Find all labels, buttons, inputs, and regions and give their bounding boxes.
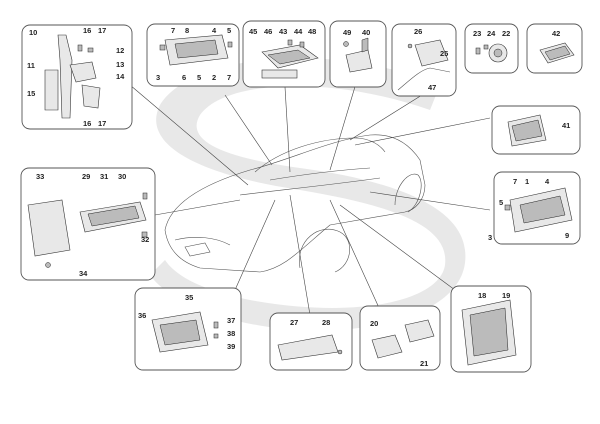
- group-box-4: 49 40: [329, 20, 387, 88]
- label-22: 22: [502, 29, 510, 38]
- label-14: 14: [116, 72, 125, 81]
- group-box-2: 7 8 4 5 3 6 5 2 7: [146, 23, 240, 87]
- label-13: 13: [116, 60, 124, 69]
- label-3b: 3: [488, 233, 492, 242]
- label-41: 41: [562, 121, 570, 130]
- label-35: 35: [185, 293, 193, 302]
- label-5a: 5: [227, 26, 231, 35]
- label-1: 1: [525, 177, 529, 186]
- label-16a: 16: [83, 26, 91, 35]
- group-box-5: 26 25 47: [391, 23, 457, 97]
- label-11: 11: [27, 61, 35, 70]
- label-34: 34: [79, 269, 88, 278]
- label-38: 38: [227, 329, 235, 338]
- label-3: 3: [156, 73, 160, 82]
- label-32: 32: [141, 235, 149, 244]
- label-5c: 5: [499, 198, 503, 207]
- label-25: 25: [440, 49, 448, 58]
- label-5b: 5: [197, 73, 201, 82]
- label-39: 39: [227, 342, 235, 351]
- label-40: 40: [362, 28, 370, 37]
- label-26: 26: [414, 27, 422, 36]
- label-18: 18: [478, 291, 486, 300]
- label-7a: 7: [171, 26, 175, 35]
- label-12: 12: [116, 46, 124, 55]
- label-29: 29: [82, 172, 90, 181]
- group-box-11: 35 36 37 38 39: [134, 287, 242, 371]
- label-17b: 17: [98, 119, 106, 128]
- label-30: 30: [118, 172, 126, 181]
- label-9: 9: [565, 231, 569, 240]
- group-box-14: 18 19: [450, 285, 532, 373]
- group-box-3: 45 46 43 44 48: [242, 20, 326, 88]
- label-16b: 16: [83, 119, 91, 128]
- group-box-6: 23 24 22: [464, 23, 519, 74]
- label-24: 24: [487, 29, 496, 38]
- label-27: 27: [290, 318, 298, 327]
- label-48: 48: [308, 27, 316, 36]
- label-36: 36: [138, 311, 146, 320]
- label-42: 42: [552, 29, 560, 38]
- label-46: 46: [264, 27, 272, 36]
- label-28: 28: [322, 318, 330, 327]
- group-box-7: 42: [526, 23, 583, 74]
- label-17a: 17: [98, 26, 106, 35]
- label-10: 10: [29, 28, 37, 37]
- label-7: 7: [513, 177, 517, 186]
- label-49: 49: [343, 28, 351, 37]
- label-7b: 7: [227, 73, 231, 82]
- car-outline: [164, 134, 426, 273]
- label-47: 47: [428, 83, 436, 92]
- group-box-9: 7 1 4 5 3 9: [488, 171, 581, 245]
- group-box-13: 20 21: [359, 305, 441, 371]
- group-box-10: 33 29 31 30 32 34: [20, 167, 156, 281]
- label-21: 21: [420, 359, 428, 368]
- label-2: 2: [212, 73, 216, 82]
- label-37: 37: [227, 316, 235, 325]
- label-43: 43: [279, 27, 287, 36]
- label-6: 6: [182, 73, 186, 82]
- label-31: 31: [100, 172, 108, 181]
- label-19: 19: [502, 291, 510, 300]
- group-box-8: 41: [491, 105, 581, 155]
- group-box-1: 10 16 17 12 13 11 15 14 16 17: [21, 24, 133, 130]
- label-4b: 4: [545, 177, 550, 186]
- label-33: 33: [36, 172, 44, 181]
- label-8: 8: [185, 26, 189, 35]
- label-44: 44: [294, 27, 303, 36]
- label-23: 23: [473, 29, 481, 38]
- label-15: 15: [27, 89, 35, 98]
- label-4: 4: [212, 26, 217, 35]
- label-45: 45: [249, 27, 257, 36]
- group-box-12: 27 28: [269, 312, 353, 371]
- label-20: 20: [370, 319, 378, 328]
